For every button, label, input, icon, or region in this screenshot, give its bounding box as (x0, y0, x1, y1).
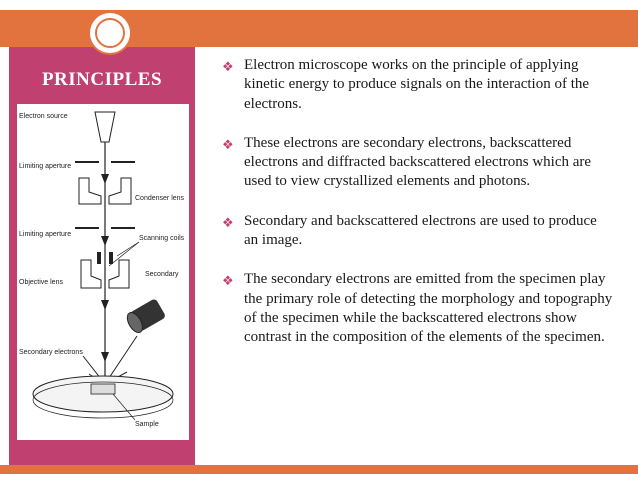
label-limiting-aperture-2: Limiting aperture (19, 231, 71, 238)
electron-source-icon (94, 111, 116, 143)
label-electron-source: Electron source (19, 113, 68, 120)
bullet-item: ❖ Electron microscope works on the princ… (222, 56, 614, 114)
bullet-list: ❖ Electron microscope works on the princ… (222, 56, 614, 368)
bullet-text: The secondary electrons are emitted from… (244, 271, 613, 346)
bullet-text: These electrons are secondary electrons,… (244, 134, 592, 190)
bottom-accent-bar (0, 465, 638, 474)
sem-diagram-svg: Electron source Limiting aperture Conden… (19, 111, 185, 428)
diamond-bullet-icon: ❖ (222, 136, 234, 152)
label-secondary: Secondary (145, 271, 179, 278)
label-condenser-lens: Condenser lens (135, 195, 185, 202)
slide-title: PRINCIPLES (41, 69, 163, 90)
label-scanning-coils: Scanning coils (139, 235, 185, 242)
sample-icon (90, 383, 116, 395)
label-sample: Sample (135, 421, 159, 428)
sem-diagram: Electron source Limiting aperture Conden… (17, 104, 189, 440)
decorative-inner-circle-icon (95, 18, 125, 48)
label-limiting-aperture-1: Limiting aperture (19, 163, 71, 170)
objective-lens-right (108, 259, 130, 289)
diamond-bullet-icon: ❖ (222, 273, 234, 289)
bullet-item: ❖ These electrons are secondary electron… (222, 134, 614, 192)
label-secondary-electrons: Secondary electrons (19, 349, 83, 356)
detector-icon (126, 299, 165, 334)
bullet-text: Secondary and backscattered electrons ar… (244, 212, 597, 249)
objective-lens-left (80, 259, 102, 289)
bullet-item: ❖ The secondary electrons are emitted fr… (222, 270, 614, 347)
condenser-lens-right (108, 177, 132, 205)
bullet-text: Electron microscope works on the princip… (244, 57, 590, 112)
diamond-bullet-icon: ❖ (222, 59, 234, 74)
bullet-item: ❖ Secondary and backscattered electrons … (222, 212, 614, 251)
label-objective-lens: Objective lens (19, 279, 63, 286)
diamond-bullet-icon: ❖ (222, 214, 234, 230)
condenser-lens-left (78, 177, 102, 205)
